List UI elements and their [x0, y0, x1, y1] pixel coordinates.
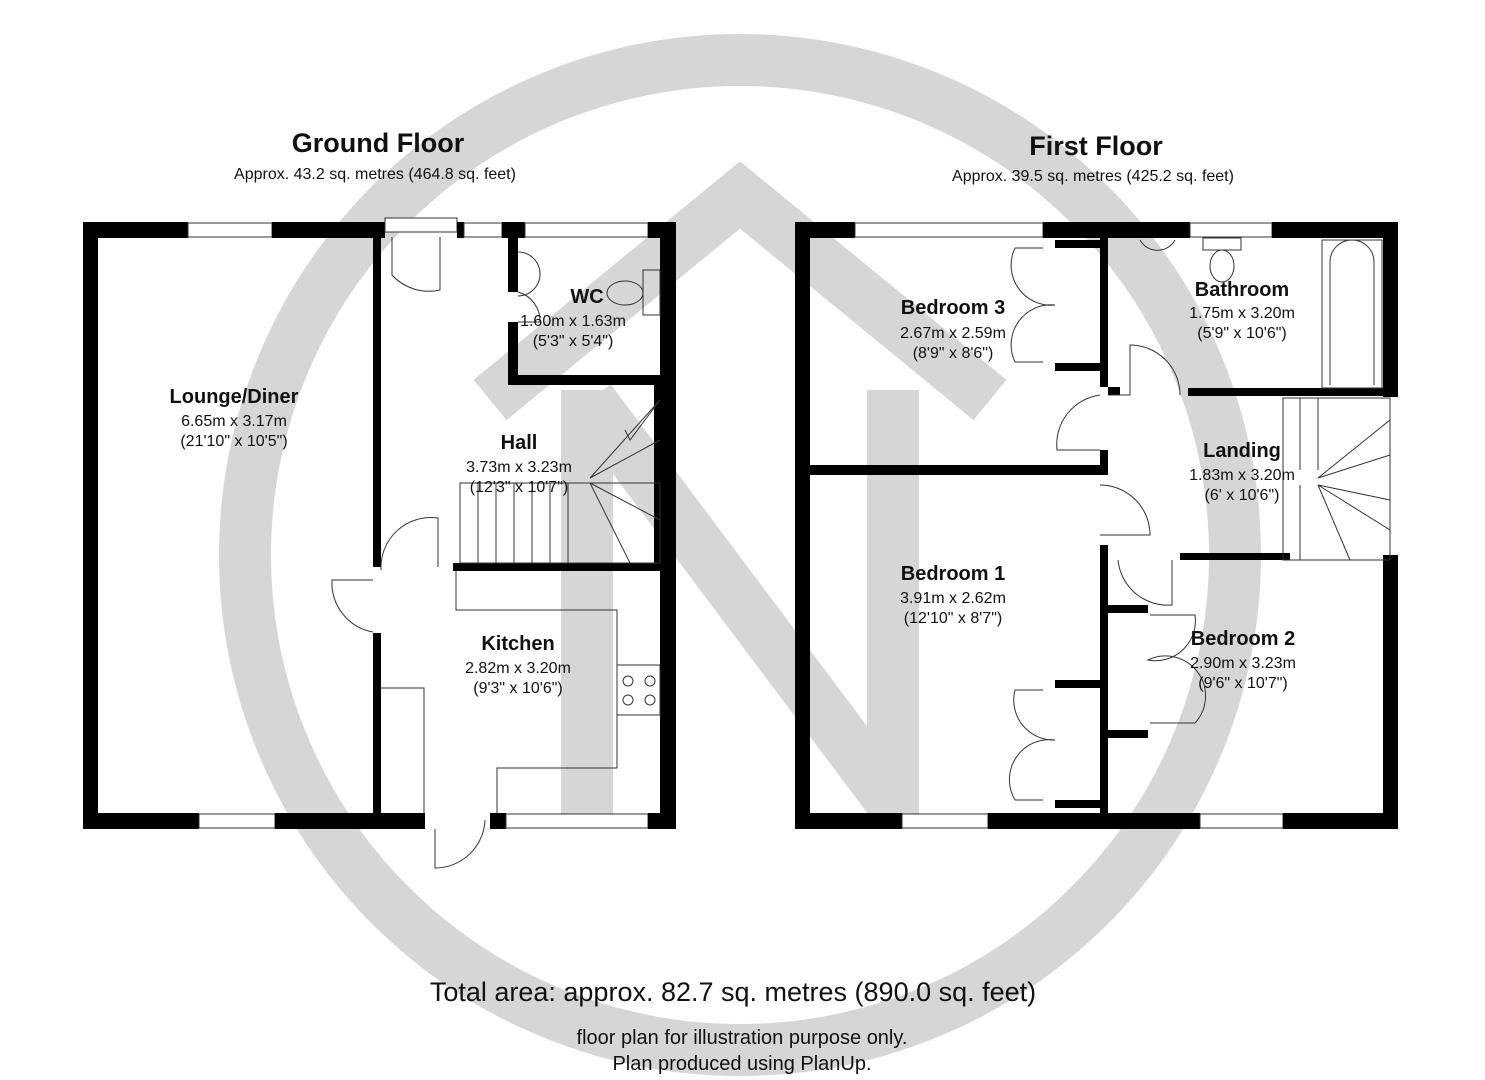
first-floor-title: First Floor	[1029, 131, 1163, 161]
room-dimensions-imperial: (5'9" x 10'6")	[1197, 325, 1287, 342]
total-area: Total area: approx. 82.7 sq. metres (890…	[430, 977, 1036, 1007]
room-name: Bedroom 3	[901, 297, 1005, 319]
ground-floor-title: Ground Floor	[292, 128, 465, 158]
room-dimensions-imperial: (8'9" x 8'6")	[913, 345, 994, 362]
hob	[616, 664, 661, 716]
room-dimensions-metric: 3.91m x 2.62m	[900, 590, 1006, 607]
room-dimensions-imperial: (21'10" x 10'5")	[180, 433, 287, 450]
room-name: Kitchen	[481, 633, 554, 655]
room-dimensions-imperial: (9'6" x 10'7")	[1198, 675, 1288, 692]
room-name: Lounge/Diner	[170, 386, 299, 408]
room-dimensions-imperial: (12'3" x 10'7")	[470, 479, 568, 496]
bathroom-toilet	[1209, 249, 1235, 283]
room-dimensions-metric: 1.83m x 3.20m	[1189, 467, 1295, 484]
ground-stairs	[459, 399, 661, 564]
room-name: Bathroom	[1195, 279, 1289, 301]
wc-basin	[517, 251, 541, 297]
room-landing: Landing 1.83m x 3.20m (6' x 10'6")	[1189, 440, 1295, 504]
room-name: Bedroom 1	[901, 563, 1005, 585]
room-dimensions-metric: 3.73m x 3.23m	[466, 459, 572, 476]
credit: Plan produced using PlanUp.	[612, 1053, 871, 1075]
room-bedroom-2: Bedroom 2 2.90m x 3.23m (9'6" x 10'7")	[1190, 628, 1296, 692]
room-kitchen: Kitchen 2.82m x 3.20m (9'3" x 10'6")	[465, 633, 571, 697]
room-name: Hall	[501, 432, 538, 454]
disclaimer: floor plan for illustration purpose only…	[577, 1027, 908, 1049]
room-dimensions-metric: 2.67m x 2.59m	[900, 325, 1006, 342]
first-floor-walls	[795, 222, 1398, 829]
first-floor-area: Approx. 39.5 sq. metres (425.2 sq. feet)	[952, 168, 1234, 185]
watermark-logo	[219, 34, 1261, 1076]
room-name: Bedroom 2	[1191, 628, 1295, 650]
room-bedroom-3: Bedroom 3 2.67m x 2.59m (8'9" x 8'6")	[900, 297, 1006, 362]
room-wc: WC 1.60m x 1.63m (5'3" x 5'4")	[520, 286, 626, 350]
ground-floor-walls	[83, 217, 676, 869]
ground-floor-area: Approx. 43.2 sq. metres (464.8 sq. feet)	[234, 166, 516, 183]
room-dimensions-metric: 2.82m x 3.20m	[465, 660, 571, 677]
room-dimensions-imperial: (9'3" x 10'6")	[473, 680, 563, 697]
room-hall: Hall 3.73m x 3.23m (12'3" x 10'7")	[466, 432, 572, 496]
room-dimensions-metric: 6.65m x 3.17m	[181, 413, 287, 430]
room-name: WC	[570, 286, 603, 308]
room-dimensions-metric: 2.90m x 3.23m	[1190, 655, 1296, 672]
room-name: Landing	[1203, 440, 1281, 462]
room-lounge-diner: Lounge/Diner 6.65m x 3.17m (21'10" x 10'…	[170, 386, 299, 450]
first-stairs	[1282, 397, 1391, 561]
room-bedroom-1: Bedroom 1 3.91m x 2.62m (12'10" x 8'7")	[900, 563, 1006, 627]
room-dimensions-imperial: (5'3" x 5'4")	[533, 333, 614, 350]
room-dimensions-metric: 1.60m x 1.63m	[520, 313, 626, 330]
room-dimensions-metric: 1.75m x 3.20m	[1189, 305, 1295, 322]
bathroom-basin	[1139, 239, 1176, 251]
bathtub	[1321, 239, 1383, 389]
room-dimensions-imperial: (6' x 10'6")	[1205, 487, 1280, 504]
room-bathroom: Bathroom 1.75m x 3.20m (5'9" x 10'6")	[1189, 279, 1295, 342]
room-dimensions-imperial: (12'10" x 8'7")	[904, 610, 1002, 627]
